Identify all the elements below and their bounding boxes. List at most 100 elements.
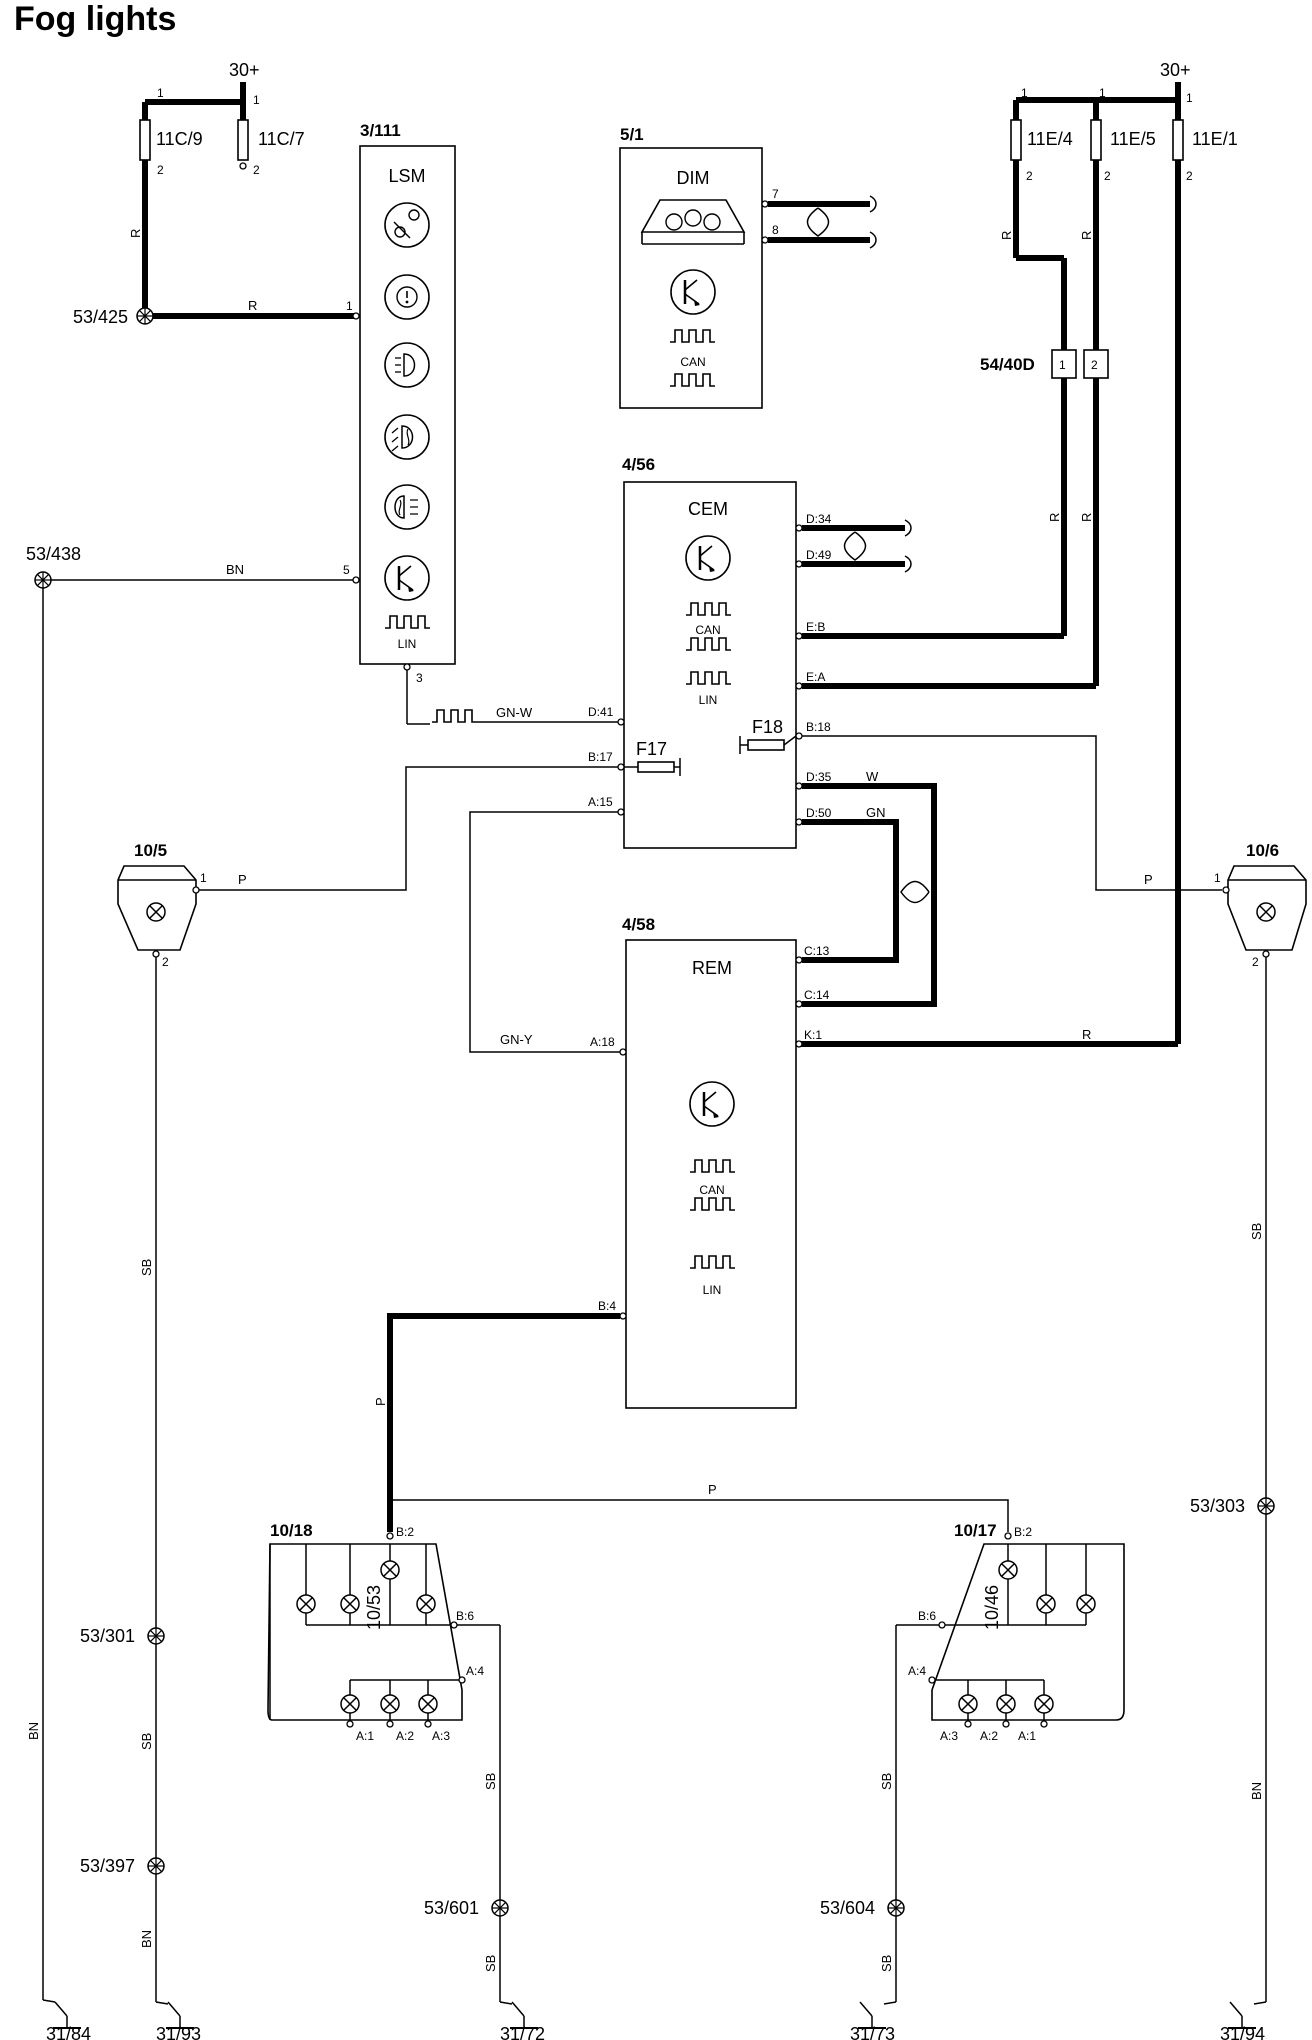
svg-text:BN: BN: [26, 1722, 41, 1740]
svg-text:A:18: A:18: [590, 1035, 615, 1049]
rear-light-cluster-left: [267, 1543, 463, 1721]
lamp-icon: [296, 1594, 316, 1614]
lamp-icon: [996, 1694, 1016, 1714]
svg-text:B:17: B:17: [588, 750, 613, 764]
splice-53-604: [887, 1899, 905, 1917]
svg-text:LIN: LIN: [703, 1283, 722, 1297]
svg-text:A:2: A:2: [980, 1729, 998, 1743]
fuse-f18: [747, 739, 785, 751]
fuse-11e4: [1010, 119, 1022, 161]
svg-text:GN-Y: GN-Y: [500, 1032, 533, 1047]
instrument-cluster-icon: [640, 199, 746, 245]
splice-53-301-label: 53/301: [80, 1626, 135, 1646]
svg-text:P: P: [373, 1397, 388, 1406]
lsm-name: LSM: [388, 166, 425, 186]
supply-label-right: 30+: [1160, 60, 1191, 80]
dim-id: 5/1: [620, 125, 644, 144]
cem-id: 4/56: [622, 455, 655, 474]
fuse-f17-label: F17: [636, 739, 667, 759]
rem-name: REM: [692, 958, 732, 978]
svg-text:SB: SB: [879, 1955, 894, 1972]
svg-text:BN: BN: [1249, 1782, 1264, 1800]
dim-twisted-pair-icon: [806, 207, 830, 237]
lamp-icon: [1036, 1594, 1056, 1614]
lsm-control-unit-icon: [383, 554, 431, 602]
splice-53-601-label: 53/601: [424, 1898, 479, 1918]
svg-text:2: 2: [1104, 169, 1111, 183]
svg-text:LIN: LIN: [398, 637, 417, 651]
rear-right-lamp-label: 10/46: [982, 1585, 1002, 1630]
svg-text:R: R: [1079, 231, 1094, 240]
svg-text:CAN: CAN: [680, 355, 705, 369]
svg-text:P: P: [1144, 872, 1153, 887]
svg-text:GN-W: GN-W: [496, 705, 533, 720]
svg-text:CAN: CAN: [699, 1183, 724, 1197]
fuse-11c7: [237, 119, 249, 161]
supply-label-left: 30+: [229, 60, 260, 80]
svg-text:A:4: A:4: [466, 1664, 484, 1678]
svg-text:2: 2: [1091, 358, 1098, 372]
svg-text:B:2: B:2: [1014, 1525, 1032, 1539]
fog-right-id: 10/6: [1246, 841, 1279, 860]
fuse-11e1-label: 11E/1: [1192, 129, 1238, 149]
svg-text:B:4: B:4: [598, 1299, 616, 1313]
cem-name: CEM: [688, 499, 728, 519]
svg-text:A:15: A:15: [588, 795, 613, 809]
lin-bus-signal-icon: [431, 709, 478, 723]
diagram-title: Fog lights: [14, 0, 176, 38]
svg-text:A:4: A:4: [908, 1664, 926, 1678]
svg-text:D:50: D:50: [806, 806, 832, 820]
svg-text:BN: BN: [226, 562, 244, 577]
connector-54-40d-pin2: [1083, 349, 1109, 379]
svg-text:2: 2: [162, 955, 169, 969]
headlight-icon: [384, 342, 430, 388]
dim-control-unit-icon: [669, 268, 717, 316]
svg-text:1: 1: [1186, 91, 1193, 105]
svg-text:7: 7: [772, 187, 779, 201]
svg-text:2: 2: [157, 163, 164, 177]
ground-31-72-label: 31/72: [500, 2024, 545, 2040]
svg-text:1: 1: [1021, 86, 1028, 100]
svg-text:1: 1: [200, 871, 207, 885]
svg-text:B:6: B:6: [918, 1609, 936, 1623]
svg-text:R: R: [999, 231, 1014, 240]
lamp-icon: [380, 1694, 400, 1714]
ground-31-73-label: 31/73: [850, 2024, 895, 2040]
svg-text:2: 2: [253, 163, 260, 177]
lamp-icon: [340, 1694, 360, 1714]
svg-text:C:14: C:14: [804, 988, 830, 1002]
svg-text:8: 8: [772, 223, 779, 237]
cem-control-unit-icon: [684, 534, 732, 582]
lsm-id: 3/111: [360, 121, 401, 140]
fuse-11c7-label: 11C/7: [258, 129, 305, 149]
cem-twisted-pair-icon: [843, 531, 867, 561]
rear-right-id: 10/17: [954, 1521, 997, 1540]
svg-text:A:3: A:3: [940, 1729, 958, 1743]
svg-text:A:2: A:2: [396, 1729, 414, 1743]
rear-left-id: 10/18: [270, 1521, 313, 1540]
svg-text:E:A: E:A: [806, 670, 825, 684]
svg-text:B:2: B:2: [396, 1525, 414, 1539]
fog-left-id: 10/5: [134, 841, 167, 860]
rear-left-lamp-label: 10/53: [364, 1585, 384, 1630]
svg-text:2: 2: [1026, 169, 1033, 183]
svg-text:P: P: [238, 872, 247, 887]
lamp-icon: [998, 1560, 1018, 1580]
svg-text:P: P: [708, 1482, 717, 1497]
svg-text:K:1: K:1: [804, 1028, 822, 1042]
svg-text:A:1: A:1: [1018, 1729, 1036, 1743]
front-fog-light-icon: [384, 414, 430, 460]
fuse-f18-label: F18: [752, 717, 783, 737]
svg-text:SB: SB: [1249, 1223, 1264, 1240]
svg-text:D:34: D:34: [806, 512, 832, 526]
cem-rem-twisted-pair-icon: [900, 880, 930, 904]
svg-text:SB: SB: [139, 1259, 154, 1276]
svg-text:R: R: [1082, 1027, 1091, 1042]
lamp-icon: [1256, 902, 1276, 922]
ground-31-93-label: 31/93: [156, 2024, 201, 2040]
svg-text:E:B: E:B: [806, 620, 825, 634]
svg-text:1: 1: [157, 86, 164, 100]
dimmer-icon: [384, 274, 430, 320]
fuse-11e5-label: 11E/5: [1110, 129, 1156, 149]
